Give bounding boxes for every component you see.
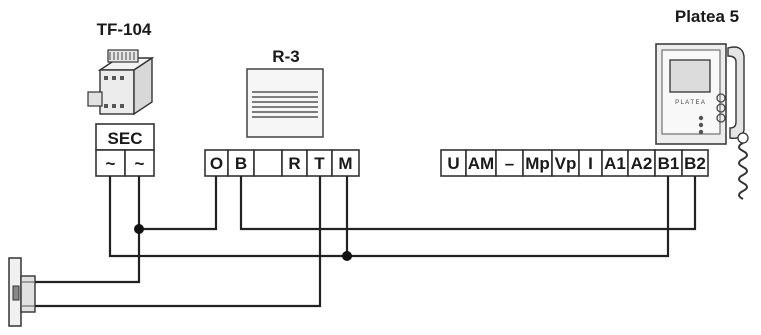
wire-ac2-lock	[35, 176, 141, 284]
r3-terminal-b-label: B	[235, 154, 247, 173]
handset-icon	[716, 46, 749, 200]
door-lock-icon	[8, 257, 36, 327]
wire-t-lock	[35, 176, 322, 308]
platea-terminal-a1	[601, 149, 629, 177]
transformer-icon	[87, 49, 155, 116]
platea-terminal-block: U AM – Mp Vp I A1 A2 B1 B2	[440, 149, 709, 177]
platea-terminal-b2	[681, 149, 709, 177]
junction-dot	[134, 224, 144, 234]
platea-terminal-minus	[495, 149, 524, 177]
sec-label: SEC	[108, 129, 143, 148]
tf104-title: TF-104	[97, 20, 152, 39]
relay-icon	[246, 68, 324, 138]
r3-terminal-m	[331, 149, 360, 177]
platea-title: Platea 5	[675, 7, 739, 26]
wire-ac1-b1	[108, 176, 670, 258]
r3-terminal-r-label: R	[288, 154, 300, 173]
platea-terminal-mp	[522, 149, 553, 177]
tf104-terminal-2-label: ~	[135, 154, 145, 173]
platea-terminal-a2	[627, 149, 656, 177]
platea-terminal-u	[440, 149, 467, 177]
tf104-terminal-1-label: ~	[106, 154, 116, 173]
monitor-icon: P L A T E A	[655, 43, 727, 145]
wire-b-b2	[239, 176, 697, 231]
platea-terminal-i-label: I	[588, 154, 593, 173]
svg-text:P L A T E A: P L A T E A	[675, 100, 705, 106]
platea-terminal-b1-label: B1	[658, 154, 680, 173]
r3-title: R-3	[272, 47, 299, 66]
platea-terminal-a2-label: A2	[631, 154, 653, 173]
r3-terminal-o-label: O	[210, 154, 223, 173]
platea-terminal-vp-label: Vp	[555, 154, 577, 173]
platea-terminal-a1-label: A1	[604, 154, 626, 173]
platea-terminal-b2-label: B2	[684, 154, 706, 173]
platea-terminal-am-label: AM	[468, 154, 494, 173]
junction-dot	[342, 251, 352, 261]
tf104-terminal-block: SEC ~ ~	[95, 123, 155, 177]
r3-terminal-m-label: M	[338, 154, 352, 173]
r3-terminal-blank	[253, 149, 283, 177]
r3-terminal-block: O B R T M	[204, 149, 360, 177]
tf104-terminal-2	[124, 149, 155, 177]
wires	[35, 176, 697, 308]
platea-terminal-mp-label: Mp	[525, 154, 550, 173]
r3-terminal-t-label: T	[314, 154, 325, 173]
platea-terminal-minus-label: –	[505, 154, 514, 173]
platea-terminal-u-label: U	[447, 154, 459, 173]
wire-ac2-o	[139, 176, 218, 231]
